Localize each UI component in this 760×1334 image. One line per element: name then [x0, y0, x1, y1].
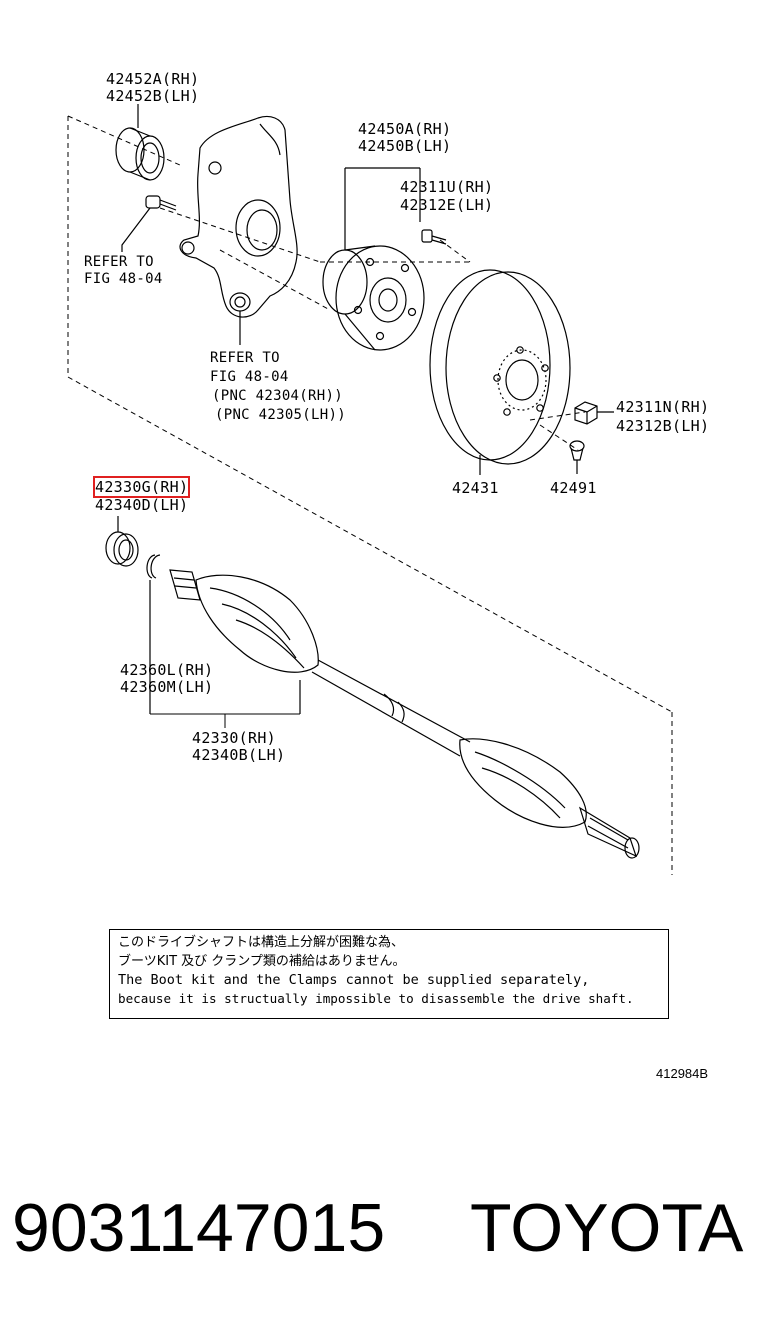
notice-en-line-1: The Boot kit and the Clamps cannot be su… — [118, 972, 590, 988]
figure-id: 412984B — [656, 1066, 709, 1081]
brand-name: TOYOTA — [470, 1190, 744, 1266]
label-hub-b: 42450B(LH) — [358, 137, 452, 155]
snap-ring — [146, 554, 161, 714]
label-bolt-u: 42311U(RH) — [400, 178, 494, 196]
label-refer-left-1: REFER TO — [84, 254, 154, 270]
label-bolt-e: 42312E(LH) — [400, 196, 494, 214]
notice-jp-line-2: ブーツKIT 及び クランプ類の補給はありません。 — [118, 953, 406, 969]
notice-jp-line-1: このドライブシャフトは構造上分解が困難な為、 — [118, 935, 405, 950]
label-shaft-g-highlighted[interactable]: 42330G(RH) — [92, 476, 191, 498]
steering-knuckle — [179, 115, 298, 345]
bolt-left — [121, 195, 177, 252]
hub-42450 — [322, 167, 425, 351]
label-refer-mid-3: (PNC 42304(RH)) — [212, 388, 343, 404]
label-bearing-b: 42452B(LH) — [106, 87, 200, 105]
brake-disc — [429, 269, 571, 475]
label-shaft-d: 42340D(LH) — [95, 496, 189, 514]
bearing-42452 — [115, 104, 165, 181]
label-shaft-lh: 42340B(LH) — [192, 746, 286, 764]
drive-shaft — [169, 569, 640, 859]
hub-bolt — [419, 168, 447, 245]
hub-nut — [574, 401, 614, 425]
notice-en-line-2: because it is structually impossible to … — [118, 990, 634, 1006]
notice-box: このドライブシャフトは構造上分解が困難な為、 ブーツKIT 及び クランプ類の補… — [109, 929, 669, 1019]
label-refer-mid-4: (PNC 42305(LH)) — [215, 407, 346, 423]
label-nut-n: 42311N(RH) — [616, 398, 710, 416]
label-hub-a: 42450A(RH) — [358, 120, 452, 138]
plug-42491 — [569, 440, 585, 474]
callout-leaders — [150, 713, 300, 728]
label-nut-b: 42312B(LH) — [616, 417, 710, 435]
label-bearing-a: 42452A(RH) — [106, 70, 200, 88]
label-shaft-rh: 42330(RH) — [192, 729, 276, 747]
bearing-42330g — [105, 516, 139, 567]
label-boot-m: 42360M(LH) — [120, 678, 214, 696]
label-refer-left-2: FIG 48-04 — [84, 271, 163, 287]
part-number: 9031147015 — [12, 1190, 386, 1266]
label-disc: 42431 — [452, 479, 499, 497]
label-boot-l: 42360L(RH) — [120, 661, 214, 679]
label-plug: 42491 — [550, 479, 597, 497]
label-refer-mid-1: REFER TO — [210, 350, 280, 366]
label-refer-mid-2: FIG 48-04 — [210, 369, 289, 385]
